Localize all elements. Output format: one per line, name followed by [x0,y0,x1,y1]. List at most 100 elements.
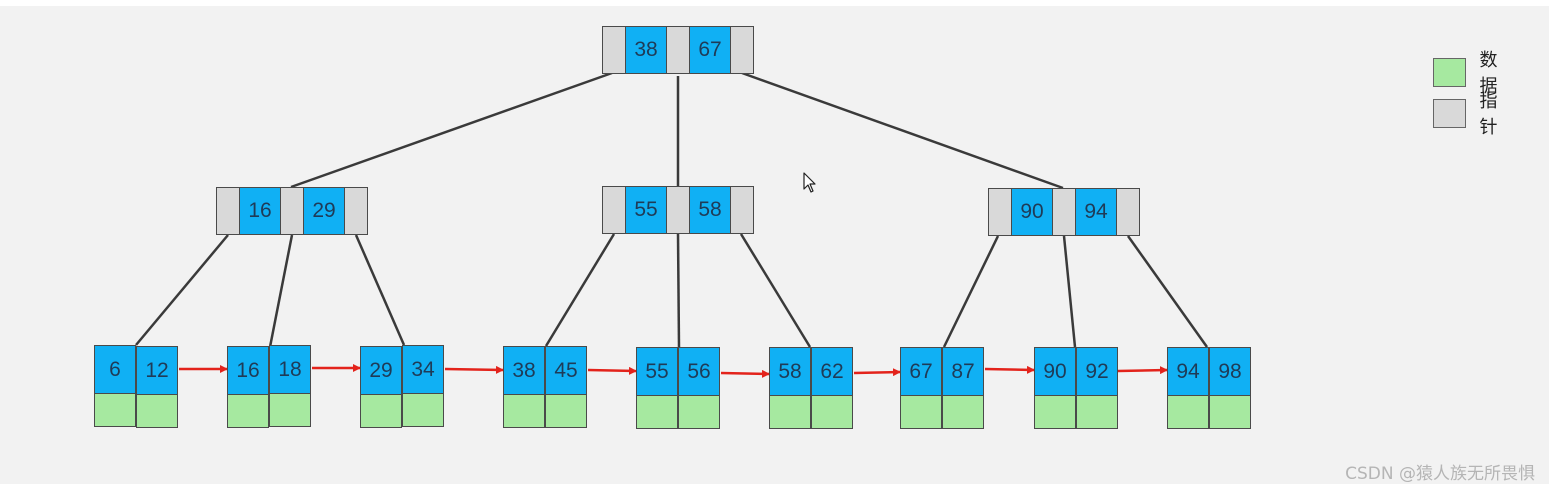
data-cell [1035,396,1075,428]
data-cell [137,395,177,427]
data-cell [546,395,586,427]
leaf-key: 16 [228,347,268,395]
pointer-swatch [1433,98,1466,128]
leaf-key: 34 [403,346,443,394]
leaf-key: 58 [770,348,810,396]
internal-node: 90 94 [988,188,1140,236]
data-cell [95,394,135,426]
pointer-cell [989,189,1011,235]
leaf-key: 87 [943,348,983,396]
leaf-key: 67 [901,348,941,396]
leaf-key: 45 [546,347,586,395]
internal-key: 55 [625,187,667,233]
leaf-link-arrow [444,365,504,374]
tree-edge [741,71,1064,190]
legend-label-pointer: 指针 [1479,91,1498,138]
legend-item-data: 数据 [1433,46,1507,98]
leaf-entry: 12 [136,346,178,428]
leaf-entry: 62 [811,347,853,429]
leaf-link-arrow [853,368,901,377]
leaf-link-arrow [1117,366,1168,375]
leaf-key: 90 [1035,348,1075,396]
leaf-entry: 34 [402,345,444,427]
leaf-key: 98 [1210,348,1250,396]
leaf-entry: 55 [636,347,678,429]
data-swatch [1433,57,1466,87]
tree-edge [290,71,613,189]
pointer-cell [667,187,689,233]
tree-edge [135,234,229,346]
tree-edge [354,234,406,346]
tree-edge [268,234,294,348]
leaf-link-arrow [720,369,770,378]
leaf-key: 56 [679,348,719,396]
leaf-entry: 18 [269,345,311,427]
leaf-entry: 6 [94,345,136,427]
pointer-cell [731,27,753,73]
internal-node: 16 29 [216,187,368,235]
internal-node: 55 58 [602,186,754,234]
leaf-key: 38 [504,347,544,395]
leaf-entry: 16 [227,346,269,428]
data-cell [1168,396,1208,428]
leaf-entry: 45 [545,346,587,428]
mouse-pointer-icon [803,172,816,193]
internal-key: 29 [303,188,345,234]
tree-edge [942,235,1000,348]
leaf-entry: 38 [503,346,545,428]
internal-key: 94 [1075,189,1117,235]
pointer-cell [603,187,625,233]
leaf-entry: 94 [1167,347,1209,429]
legend-item-pointer: 指针 [1433,87,1507,139]
data-cell [504,395,544,427]
pointer-cell [1053,189,1075,235]
leaf-entry: 92 [1076,347,1118,429]
leaf-entry: 29 [360,346,402,428]
data-cell [270,394,310,426]
leaf-entry: 87 [942,347,984,429]
leaf-key: 29 [361,347,401,395]
data-cell [361,395,401,427]
data-cell [228,395,268,427]
leaf-key: 62 [812,348,852,396]
pointer-cell [217,188,239,234]
leaf-entry: 98 [1209,347,1251,429]
leaf-key: 55 [637,348,677,396]
leaf-entry: 90 [1034,347,1076,429]
tree-edge [1126,235,1209,348]
pointer-cell [1117,189,1139,235]
watermark: CSDN @猿人族无所畏惧 [1345,464,1535,484]
tree-edge [1062,235,1077,348]
pointer-cell [603,27,625,73]
leaf-link-arrow [984,365,1035,374]
tree-edge [739,233,812,348]
leaf-entry: 67 [900,347,942,429]
data-cell [770,396,810,428]
leaf-key: 18 [270,346,310,394]
data-cell [812,396,852,428]
pointer-cell [345,188,367,234]
data-cell [901,396,941,428]
leaf-entry: 56 [678,347,720,429]
tree-edge [544,233,616,347]
leaf-entry: 58 [769,347,811,429]
leaf-link-arrow [587,366,637,375]
data-cell [679,396,719,428]
legend-label-data: 数据 [1479,50,1498,97]
root-key: 67 [689,27,731,73]
pointer-cell [281,188,303,234]
leaf-key: 12 [137,347,177,395]
leaf-key: 6 [95,346,135,394]
leaf-key: 94 [1168,348,1208,396]
root-key: 38 [625,27,667,73]
data-cell [943,396,983,428]
internal-key: 16 [239,188,281,234]
data-cell [1210,396,1250,428]
data-cell [403,394,443,426]
internal-key: 90 [1011,189,1053,235]
data-cell [1077,396,1117,428]
data-cell [637,396,677,428]
tree-edge [676,233,681,348]
